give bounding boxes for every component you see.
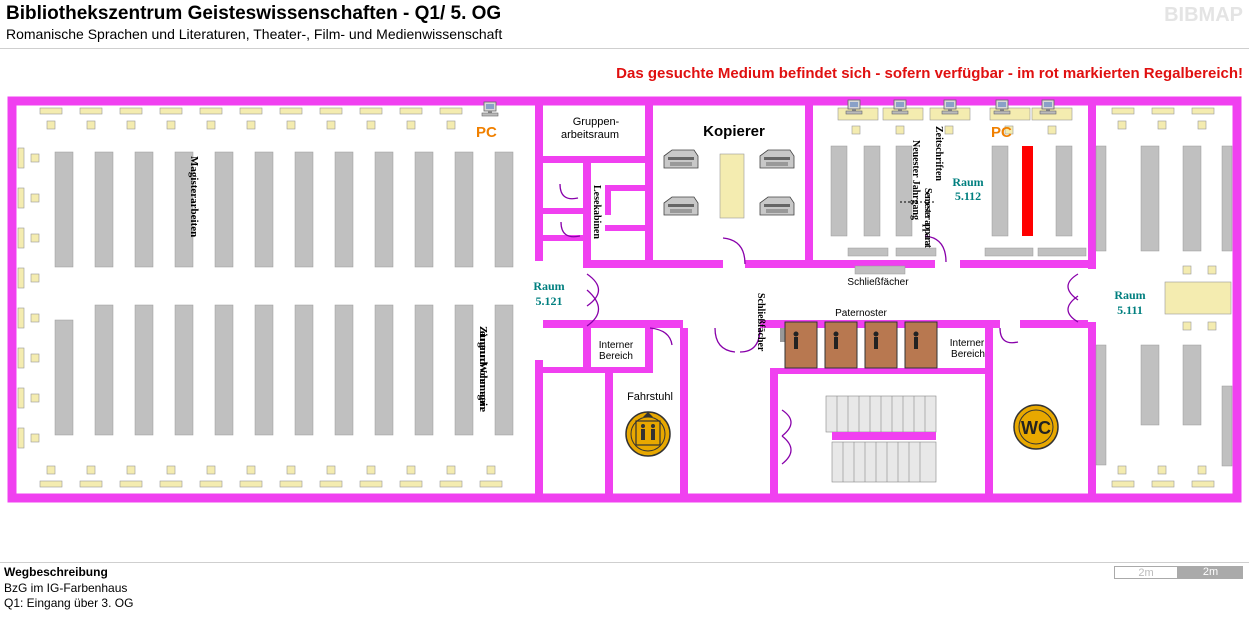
label-schliessfaecher-v: Schließfächer [755, 293, 766, 352]
wc-icon[interactable] [1013, 404, 1059, 450]
room-label-raum-5111-a: Raum [1114, 288, 1145, 302]
room-label-interner-right-1: Interner [950, 338, 985, 349]
label-paternoster: Paternoster [835, 308, 887, 319]
route-line-1: BzG im IG-Farbenhaus [4, 581, 128, 595]
room-label-wc: WC [1021, 418, 1051, 438]
room-label-fahrstuhl: Fahrstuhl [627, 391, 673, 403]
page-subtitle: Romanische Sprachen und Literaturen, The… [6, 26, 503, 42]
label-semester-apparat: Semester apparat [922, 188, 933, 249]
room-label-gruppen-2: arbeitsraum [561, 129, 619, 141]
pc-label-right: PC [991, 124, 1012, 141]
scale-segment-right: 2m [1178, 566, 1243, 579]
scale-segment-left: 2m [1114, 566, 1178, 579]
label-magisterarbeiten: Magisterarbeiten [188, 156, 200, 237]
highlighted-shelf[interactable] [1022, 146, 1033, 236]
reading-desks-left [17, 107, 1232, 488]
room-label-raum-5112-a: Raum [952, 175, 983, 189]
stair-landing-wall [832, 432, 936, 440]
label-zeitschriften: Zeitschriften [933, 126, 944, 181]
room-label-raum-5121-b: 5.121 [536, 294, 563, 308]
label-zeitungen: Zeitungen und Wochenmagazine [477, 326, 489, 412]
room-label-interner-left-2: Bereich [599, 351, 633, 362]
shelves-left [54, 151, 514, 436]
room-label-raum-5111-b: 5.111 [1117, 303, 1143, 317]
room-label-interner-left-1: Interner [599, 340, 634, 351]
label-schliessfaecher-h: Schließfächer [847, 277, 909, 288]
room-label-gruppen-1: Gruppen- [573, 116, 620, 128]
label-neuester-jahrgang: Neuester Jahrgang [910, 140, 921, 220]
brand-logo[interactable]: BIBMAP [1164, 4, 1243, 26]
room-label-raum-5121-a: Raum [533, 279, 564, 293]
route-heading: Wegbeschreibung [4, 565, 108, 579]
route-line-2: Q1: Eingang über 3. OG [4, 596, 134, 610]
doors [559, 183, 1079, 465]
shelves-5111 [1095, 145, 1233, 467]
page-title: Bibliothekszentrum Geisteswissenschaften… [6, 3, 502, 24]
room-label-kopierer: Kopierer [703, 123, 765, 140]
pc-label-left: PC [476, 124, 497, 141]
highlight-notice: Das gesuchte Medium befindet sich - sofe… [616, 65, 1243, 82]
label-lesekabinen: Lesekabinen [591, 185, 602, 239]
elevator-icon[interactable] [625, 411, 671, 457]
paternoster-cabins [784, 321, 938, 369]
floor-plan-map: PC PC Gruppen- arbeitsraum Kopierer Raum… [7, 96, 1242, 503]
header-divider [0, 48, 1249, 49]
shelves-5112 [830, 145, 1087, 275]
footer-divider [0, 562, 1249, 563]
room-label-raum-5112-b: 5.112 [955, 189, 981, 203]
room-label-interner-right-2: Bereich [951, 349, 985, 360]
scale-bar: 2m 2m [1114, 566, 1243, 579]
